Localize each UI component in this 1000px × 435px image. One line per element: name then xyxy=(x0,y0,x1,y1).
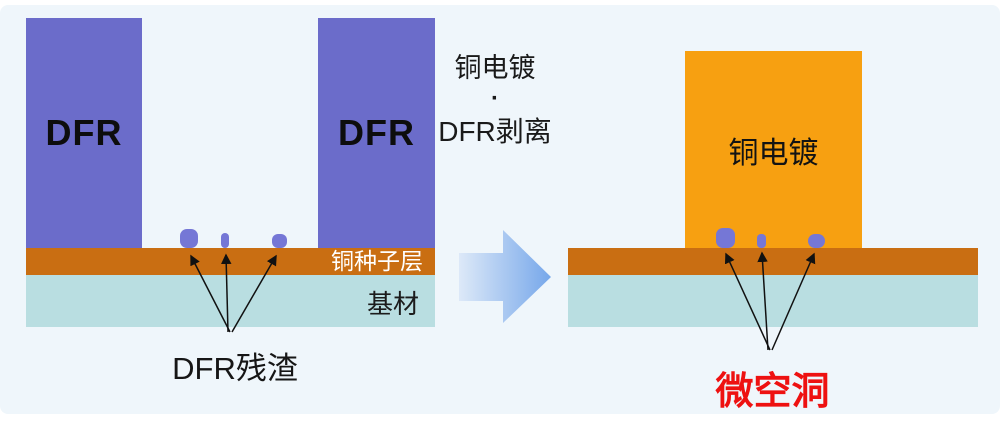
copper-seed-layer-label: 铜种子层 xyxy=(331,248,423,274)
copper-seed-layer-left: 铜种子层 xyxy=(26,248,435,275)
dfr-block-left: DFR xyxy=(26,18,142,248)
process-step-text: 铜电镀 · DFR剥离 xyxy=(420,50,570,152)
copper-seed-layer-right xyxy=(568,248,978,275)
dfr-block-left-label: DFR xyxy=(45,112,123,153)
micro-void-blob-3 xyxy=(808,234,825,248)
micro-void-blob-1 xyxy=(716,228,735,248)
micro-void-annotation: 微空洞 xyxy=(715,371,830,413)
process-step-separator: · xyxy=(491,85,499,112)
dfr-block-right-label: DFR xyxy=(338,112,415,153)
process-step-line1: 铜电镀 xyxy=(454,53,536,83)
dfr-residue-blob-1 xyxy=(180,229,198,248)
plated-copper-block: 铜电镀 xyxy=(685,51,862,248)
plated-copper-label: 铜电镀 xyxy=(728,136,819,170)
dfr-residue-blob-3 xyxy=(272,234,287,248)
dfr-residue-blob-2 xyxy=(221,233,229,248)
dfr-block-right: DFR xyxy=(318,18,435,248)
process-step-line2: DFR剥离 xyxy=(438,116,552,147)
substrate-layer-right xyxy=(568,275,978,327)
substrate-layer-left: 基材 xyxy=(26,275,435,327)
substrate-label: 基材 xyxy=(366,289,419,319)
micro-void-blob-2 xyxy=(757,234,766,248)
dfr-residue-annotation: DFR残渣 xyxy=(172,351,298,386)
